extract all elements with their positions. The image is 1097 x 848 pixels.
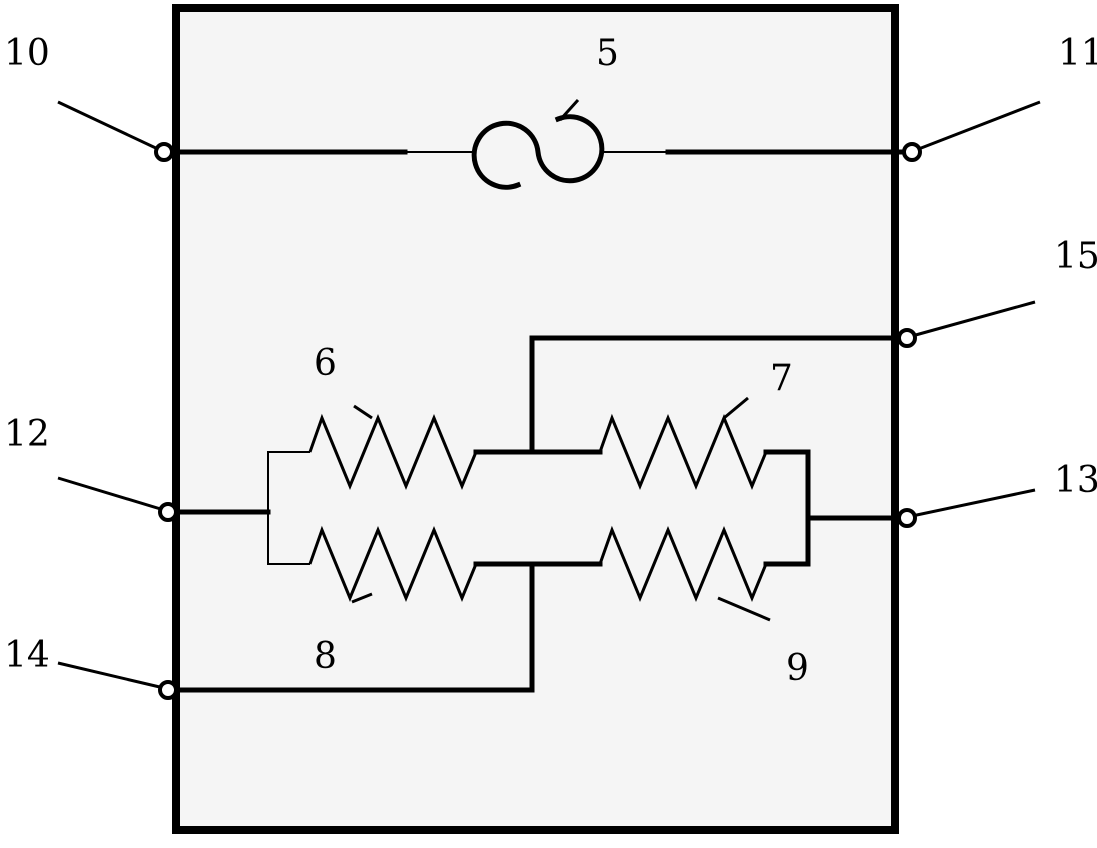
label-15: 15	[1054, 236, 1097, 277]
resistor-7	[598, 413, 768, 490]
external-leads	[57, 100, 1041, 690]
label-13: 13	[1054, 460, 1097, 501]
label-5: 5	[596, 33, 619, 74]
resistor-9	[598, 525, 768, 602]
label-14: 14	[4, 635, 50, 676]
label-12: 12	[4, 414, 50, 455]
fuse-symbol	[471, 114, 605, 190]
fuse-circuit	[161, 98, 915, 190]
terminal-12	[158, 502, 178, 522]
resistor-network	[165, 335, 910, 693]
terminal-10	[154, 142, 174, 162]
label-11: 11	[1058, 33, 1097, 74]
resistor-8	[308, 525, 478, 602]
terminal-14	[158, 680, 178, 700]
label-7: 7	[770, 358, 793, 399]
terminal-15	[897, 328, 917, 348]
label-8: 8	[314, 636, 337, 677]
label-10: 10	[4, 33, 50, 74]
enclosure-box	[172, 4, 899, 834]
terminal-11	[902, 142, 922, 162]
label-9: 9	[786, 648, 809, 689]
label-6: 6	[314, 343, 337, 384]
terminal-13	[897, 508, 917, 528]
resistor-6	[308, 413, 478, 490]
